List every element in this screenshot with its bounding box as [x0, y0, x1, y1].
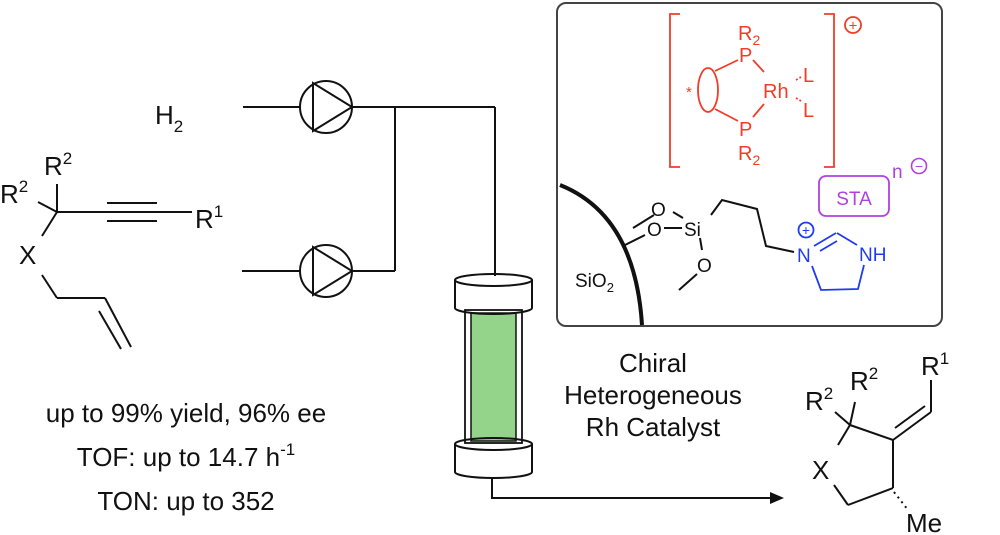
n-plus-atom: N: [797, 246, 811, 267]
complex-charge: +: [849, 18, 858, 35]
catalyst-label-line2: Heterogeneous: [564, 380, 742, 410]
product-r1: R1: [921, 349, 949, 381]
silica-label: SiO2: [575, 271, 614, 295]
p-bottom: P: [739, 119, 752, 141]
anion-minus: −: [915, 158, 923, 174]
product-r2-top: R2: [850, 364, 878, 396]
oxygen-1: O: [651, 200, 666, 221]
reactant-r1: R1: [195, 202, 223, 234]
pump-h2-icon: [299, 80, 354, 134]
chiral-asterisk: *: [686, 84, 692, 101]
catalyst-label-line3: Rh Catalyst: [586, 412, 721, 442]
rh-complex: + * R2 P Rh L L P R2: [669, 13, 862, 168]
catalyst-structure-box: + * R2 P Rh L L P R2 STA n −: [556, 2, 943, 327]
outlet-arrow: [491, 478, 784, 504]
n-plus-charge: +: [802, 222, 810, 238]
rh-atom: Rh: [763, 81, 789, 103]
reactant-x: X: [19, 240, 36, 270]
product-x: X: [812, 455, 829, 485]
packed-column-icon: [454, 273, 533, 479]
product-structure: R2 R2 R1 X Me: [805, 349, 949, 535]
reactant-r2-top: R2: [44, 149, 72, 181]
tof-text: TOF: up to 14.7 h-1: [77, 440, 295, 472]
minus-charge-icon: [910, 157, 928, 175]
plus-charge-icon: [844, 16, 862, 34]
p-top: P: [739, 45, 752, 67]
anion-label: STA: [836, 189, 872, 210]
silica-linker: SiO2 O O Si O: [559, 183, 795, 326]
flow-lines: [242, 106, 496, 276]
product-methyl: Me: [906, 508, 942, 535]
ligand-l2: L: [803, 100, 814, 122]
ton-text: TON: up to 352: [97, 486, 274, 516]
h2-label: H2: [155, 100, 183, 136]
catalyst-label-line1: Chiral: [619, 348, 687, 378]
r2-top: R2: [738, 23, 760, 48]
plus-charge-icon: [797, 221, 815, 239]
imidazolinium: + N NH: [797, 221, 886, 291]
silicon-atom: Si: [684, 220, 701, 241]
r2-bottom: R2: [738, 143, 760, 168]
product-r2-left: R2: [805, 384, 833, 416]
reactant-r2-left: R2: [0, 177, 28, 209]
pump-substrate-icon: [299, 244, 354, 298]
ligand-l1: L: [803, 65, 814, 87]
nh-group: NH: [859, 245, 886, 266]
anion-charge-n: n: [892, 162, 903, 183]
oxygen-3: O: [697, 256, 712, 277]
yield-ee-text: up to 99% yield, 96% ee: [46, 398, 326, 428]
oxygen-2: O: [647, 220, 662, 241]
reactant-structure: R2 R2 R1 X: [0, 149, 223, 350]
sta-anion: STA n −: [818, 157, 928, 217]
